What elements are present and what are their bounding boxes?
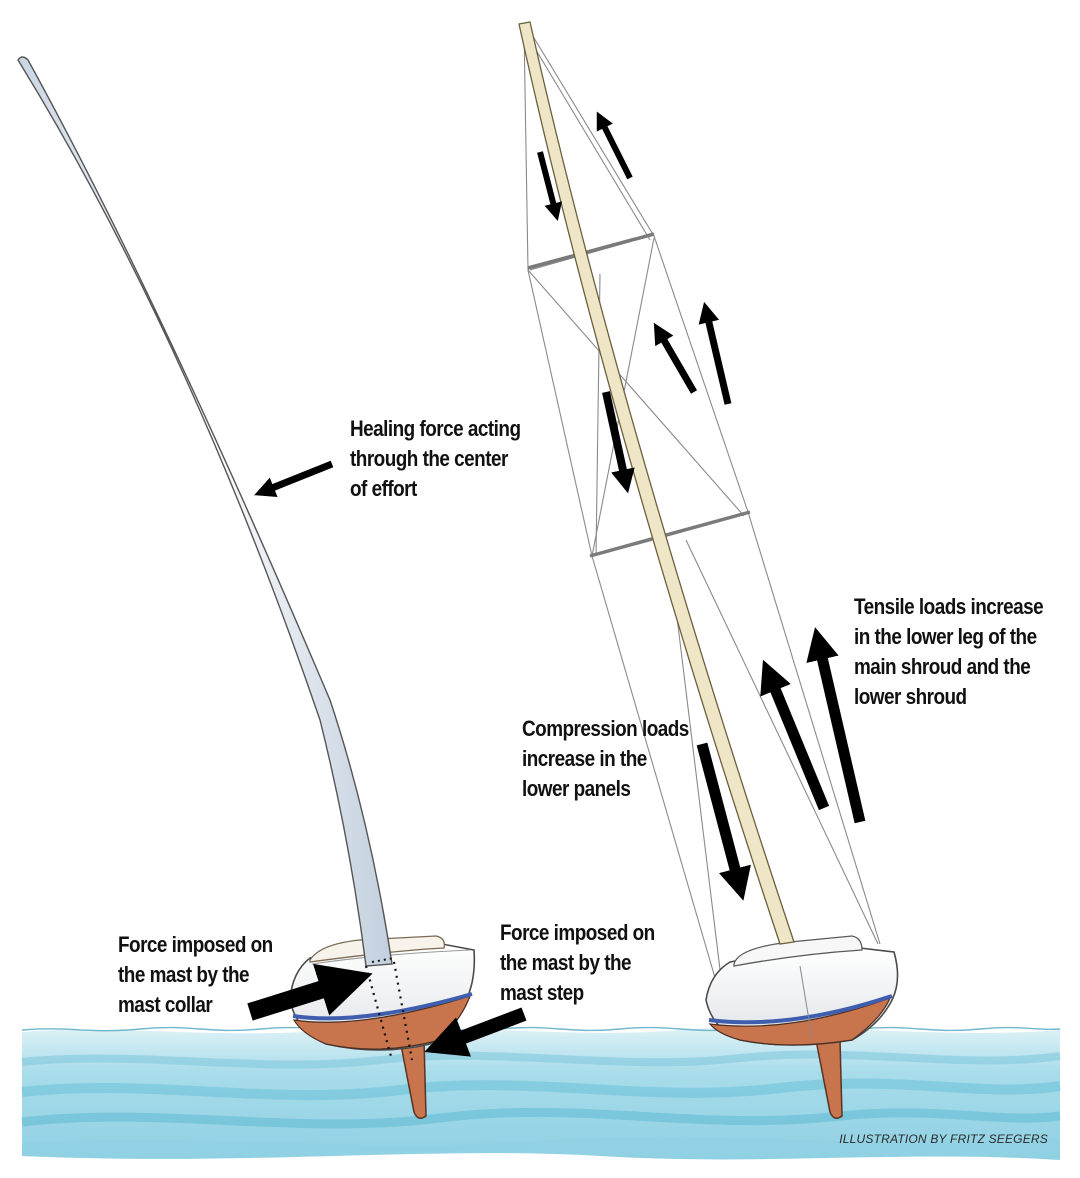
illustration-credit: ILLUSTRATION BY FRITZ SEEGERS: [839, 1132, 1048, 1146]
compression-loads-line-3: lower panels: [522, 776, 631, 801]
compression-loads-label: Compression loads increase in the lower …: [522, 714, 689, 804]
mast-step-line-1: Force imposed on: [500, 920, 655, 945]
tensile-loads-line-3: main shroud and the: [854, 654, 1031, 679]
force-arrows: [247, 111, 866, 1057]
mast-step-force-label: Force imposed on the mast by the mast st…: [500, 918, 655, 1008]
mast-collar-line-1: Force imposed on: [118, 932, 273, 957]
arrow-mid-up-1: [653, 322, 698, 394]
arrow-lower-up-1: [760, 659, 830, 811]
water: [21, 1026, 1061, 1160]
right-mast: [518, 21, 795, 945]
arrow-mast-step: [424, 1007, 527, 1057]
healing-force-line-1: Healing force acting: [350, 416, 521, 441]
arrow-mast-collar: [247, 963, 373, 1021]
tensile-loads-line-1: Tensile loads increase: [854, 594, 1044, 619]
mast-step-line-2: the mast by the: [500, 950, 632, 975]
arrow-lower-up-2: [806, 627, 866, 824]
mast-collar-force-label: Force imposed on the mast by the mast co…: [118, 930, 273, 1020]
arrow-healing-force: [254, 460, 334, 498]
compression-loads-line-2: increase in the: [522, 746, 647, 771]
arrow-mid-down: [602, 391, 635, 494]
mast-step-line-3: mast step: [500, 980, 584, 1005]
arrow-mid-up-2: [698, 301, 732, 405]
left-mast: [17, 56, 393, 967]
mast-collar-line-2: the mast by the: [118, 962, 250, 987]
healing-force-label: Healing force acting through the center …: [350, 414, 521, 504]
healing-force-line-2: through the center: [350, 446, 508, 471]
right-keel: [815, 1039, 843, 1119]
left-keel: [399, 1039, 427, 1119]
arrow-lower-down: [696, 742, 751, 901]
tensile-loads-line-2: in the lower leg of the: [854, 624, 1037, 649]
right-boat: [518, 21, 899, 1119]
mast-collar-line-3: mast collar: [118, 992, 213, 1017]
tensile-loads-label: Tensile loads increase in the lower leg …: [854, 592, 1044, 712]
compression-loads-line-1: Compression loads: [522, 716, 689, 741]
tensile-loads-line-4: lower shroud: [854, 684, 967, 709]
arrow-upper-down: [537, 151, 563, 221]
healing-force-line-3: of effort: [350, 476, 417, 501]
arrow-upper-up: [596, 111, 633, 180]
